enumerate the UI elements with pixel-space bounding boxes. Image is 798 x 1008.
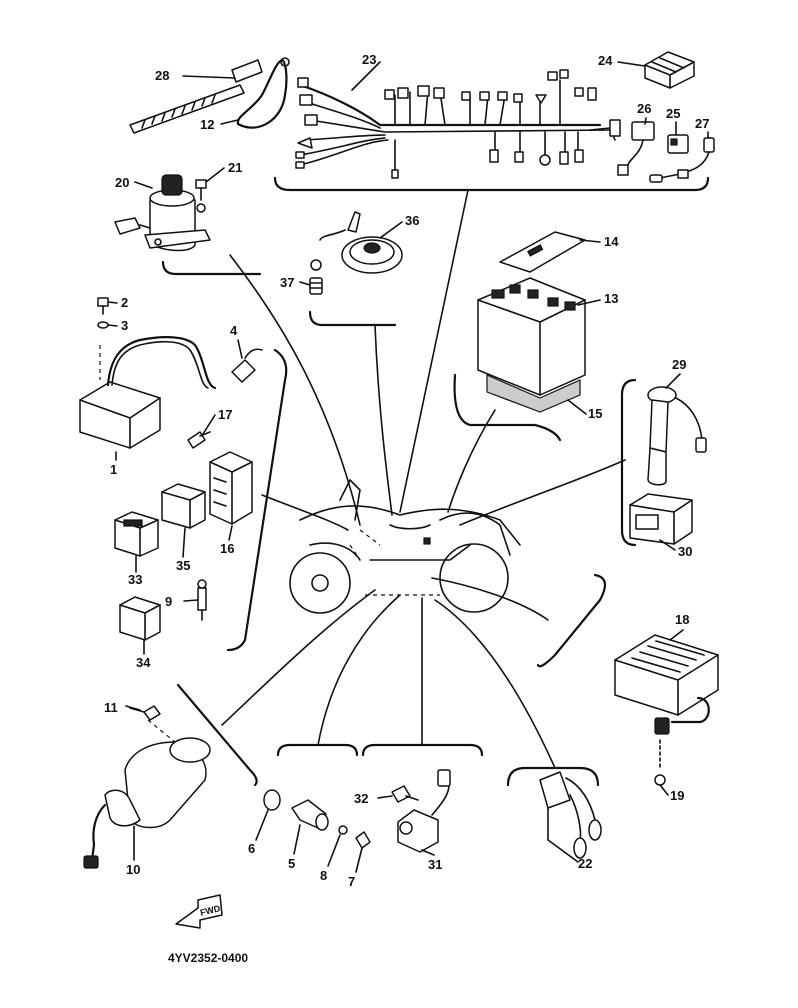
bracket-sensor-group xyxy=(276,743,359,757)
bolt-17-part xyxy=(187,431,211,449)
callout-27: 27 xyxy=(695,116,709,131)
callout-8: 8 xyxy=(320,868,327,883)
leader-lines xyxy=(161,176,710,787)
callout-19: 19 xyxy=(670,788,684,803)
rectifier-part xyxy=(79,336,217,449)
callout-10: 10 xyxy=(126,862,140,877)
bolt-11-part xyxy=(129,705,161,721)
callout-28: 28 xyxy=(155,68,169,83)
callout-30: 30 xyxy=(678,544,692,559)
bolt-32-part xyxy=(391,785,419,803)
starter-relay-part xyxy=(397,769,451,853)
relay-34-part xyxy=(119,596,161,641)
battery-part xyxy=(477,277,586,413)
callout-14: 14 xyxy=(604,234,619,249)
washer-3-part xyxy=(97,321,109,329)
bracket-cdi-group xyxy=(536,573,607,668)
callout-5: 5 xyxy=(288,856,295,871)
fwd-label: FWD xyxy=(199,903,222,918)
wire-band-part xyxy=(236,57,290,129)
bracket-coil-group xyxy=(176,683,258,787)
screw-7-part xyxy=(355,831,371,849)
bracket-handlebar-switch-group xyxy=(506,766,600,787)
fuel-sender-part xyxy=(647,386,707,486)
callout-33: 33 xyxy=(128,572,142,587)
callout-15: 15 xyxy=(588,406,602,421)
relay-35-part xyxy=(161,483,206,529)
connector-4-part xyxy=(231,348,263,383)
callout-25: 25 xyxy=(666,106,680,121)
screw-21-part xyxy=(195,179,207,213)
callout-16: 16 xyxy=(220,541,234,556)
callout-6: 6 xyxy=(248,841,255,856)
horn-part xyxy=(319,211,403,274)
callout-23: 23 xyxy=(362,52,376,67)
bracket-left-relays-group xyxy=(226,348,288,652)
callout-3: 3 xyxy=(121,318,128,333)
callout-7: 7 xyxy=(348,874,355,889)
callout-24: 24 xyxy=(598,53,613,68)
neutral-switch-part xyxy=(291,799,329,831)
callout-34: 34 xyxy=(136,655,151,670)
bracket-horn-group xyxy=(308,310,397,327)
callout-22: 22 xyxy=(578,856,592,871)
callout-17: 17 xyxy=(218,407,232,422)
relay-unit-16-part xyxy=(209,451,253,525)
washer-8-part xyxy=(338,825,348,835)
connector-30-part xyxy=(629,493,693,545)
callout-20: 20 xyxy=(115,175,129,190)
bolt-2-part xyxy=(97,297,109,315)
callout-18: 18 xyxy=(675,612,689,627)
cable-tie-strap-part xyxy=(129,59,263,134)
wire-harness-part xyxy=(295,69,621,179)
bolt-37-part xyxy=(309,259,323,295)
bracket-starter-relay-group xyxy=(361,743,484,757)
main-switch-part xyxy=(114,174,211,252)
bracket-battery-group xyxy=(453,373,562,442)
relay-26-part xyxy=(617,121,655,176)
callout-4: 4 xyxy=(230,323,238,338)
bracket-main-switch-group xyxy=(161,260,262,276)
callout-37: 37 xyxy=(280,275,294,290)
drawing-code: 4YV2352-0400 xyxy=(168,951,248,965)
fuse-holder-25-part xyxy=(667,134,689,154)
motorcycle-silhouette xyxy=(289,479,521,614)
callout-12: 12 xyxy=(200,117,214,132)
callout-36: 36 xyxy=(405,213,419,228)
fuse-27-part xyxy=(649,137,715,183)
callout-9: 9 xyxy=(165,594,172,609)
bracket-sender-group xyxy=(620,378,637,547)
callout-29: 29 xyxy=(672,357,686,372)
callout-2: 2 xyxy=(121,295,128,310)
callout-32: 32 xyxy=(354,791,368,806)
callout-13: 13 xyxy=(604,291,618,306)
callout-26: 26 xyxy=(637,101,651,116)
callout-21: 21 xyxy=(228,160,242,175)
ignition-coil-part xyxy=(83,719,211,869)
callout-1: 1 xyxy=(110,462,117,477)
callout-31: 31 xyxy=(428,857,442,872)
cdi-unit-part xyxy=(614,634,719,735)
bracket-wire-harness-group xyxy=(273,176,710,192)
bolt-19-part xyxy=(654,739,666,786)
gasket-6-part xyxy=(263,789,281,811)
callout-11: 11 xyxy=(104,700,118,715)
handlebar-switch-part xyxy=(539,771,602,859)
callout-labels: 1 2 3 4 5 6 7 8 9 10 11 12 13 14 15 16 1… xyxy=(104,52,709,889)
relay-33-part xyxy=(114,511,159,557)
battery-band-part xyxy=(499,231,586,273)
callout-leaders xyxy=(107,61,709,873)
callout-35: 35 xyxy=(176,558,190,573)
connector-cover-part xyxy=(644,51,695,89)
fwd-arrow-icon: FWD xyxy=(175,894,223,929)
sensor-9-part xyxy=(197,579,207,621)
